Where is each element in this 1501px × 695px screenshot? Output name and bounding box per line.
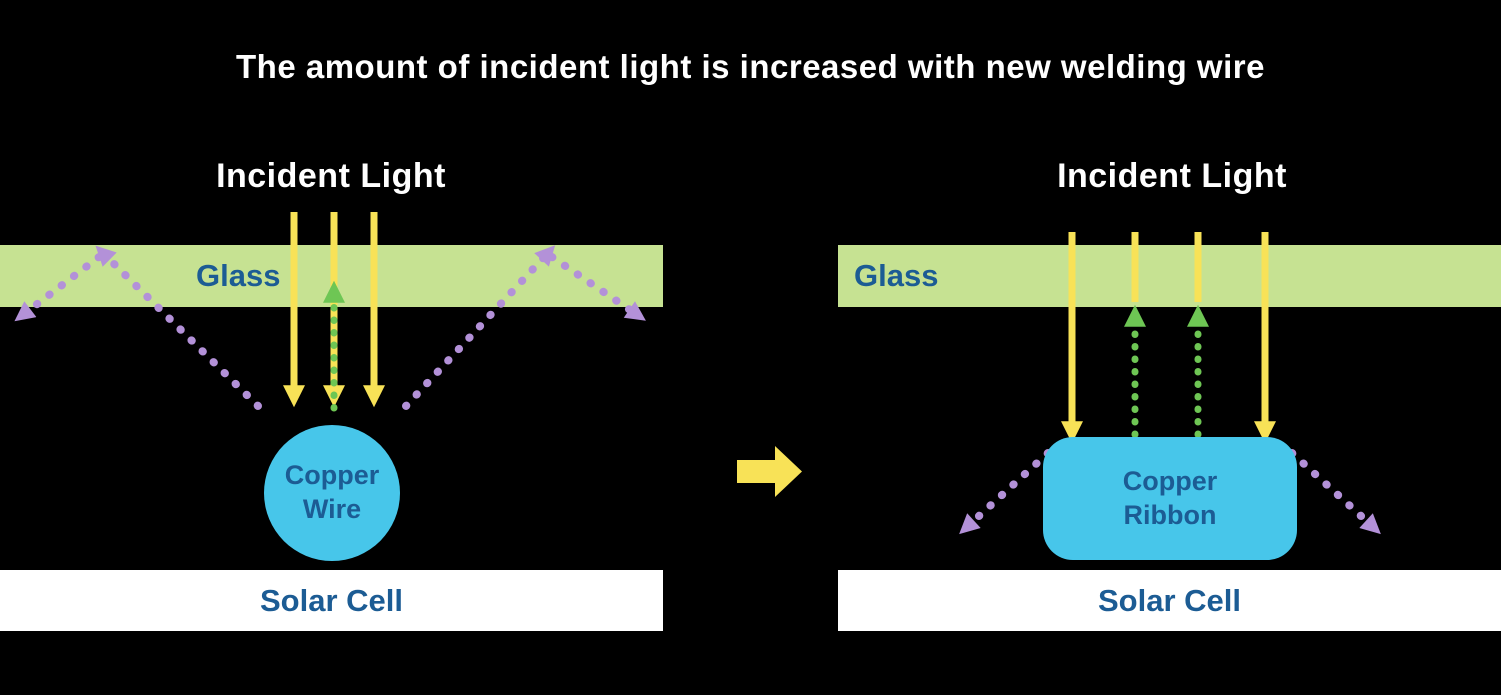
copper-wire-label-line1: Copper	[284, 460, 380, 491]
incident-light-label-right: Incident Light	[1057, 157, 1287, 195]
escaped-ray-left-out	[14, 253, 103, 322]
escaped-ray-right-up	[402, 245, 556, 410]
escaped-ray-right-out	[548, 253, 646, 321]
transition-arrow	[737, 446, 802, 497]
solar-cell-right: Solar Cell	[838, 570, 1501, 631]
copper-ribbon-shape: Copper Ribbon	[1043, 437, 1297, 560]
solar-cell-label-right: Solar Cell	[1098, 582, 1241, 618]
escaped-ray-left-up	[95, 245, 262, 410]
glass-label-right: Glass	[854, 258, 939, 293]
stray-ray-right-panel-right	[1288, 449, 1381, 535]
glass-layer-right: Glass	[838, 245, 1501, 307]
diagram-title: The amount of incident light is increase…	[236, 48, 1265, 85]
copper-wire-shape: Copper Wire	[264, 425, 400, 561]
copper-ribbon-label-line1: Copper	[1122, 465, 1218, 496]
copper-wire-label-line2: Wire	[302, 494, 362, 524]
stray-ray-right-panel-left	[959, 449, 1052, 535]
solar-cell-label-left: Solar Cell	[260, 582, 403, 618]
incident-light-label-left: Incident Light	[216, 157, 446, 195]
solar-cell-left: Solar Cell	[0, 570, 663, 631]
copper-ribbon-label-line2: Ribbon	[1123, 499, 1217, 530]
glass-label-left: Glass	[196, 258, 281, 293]
